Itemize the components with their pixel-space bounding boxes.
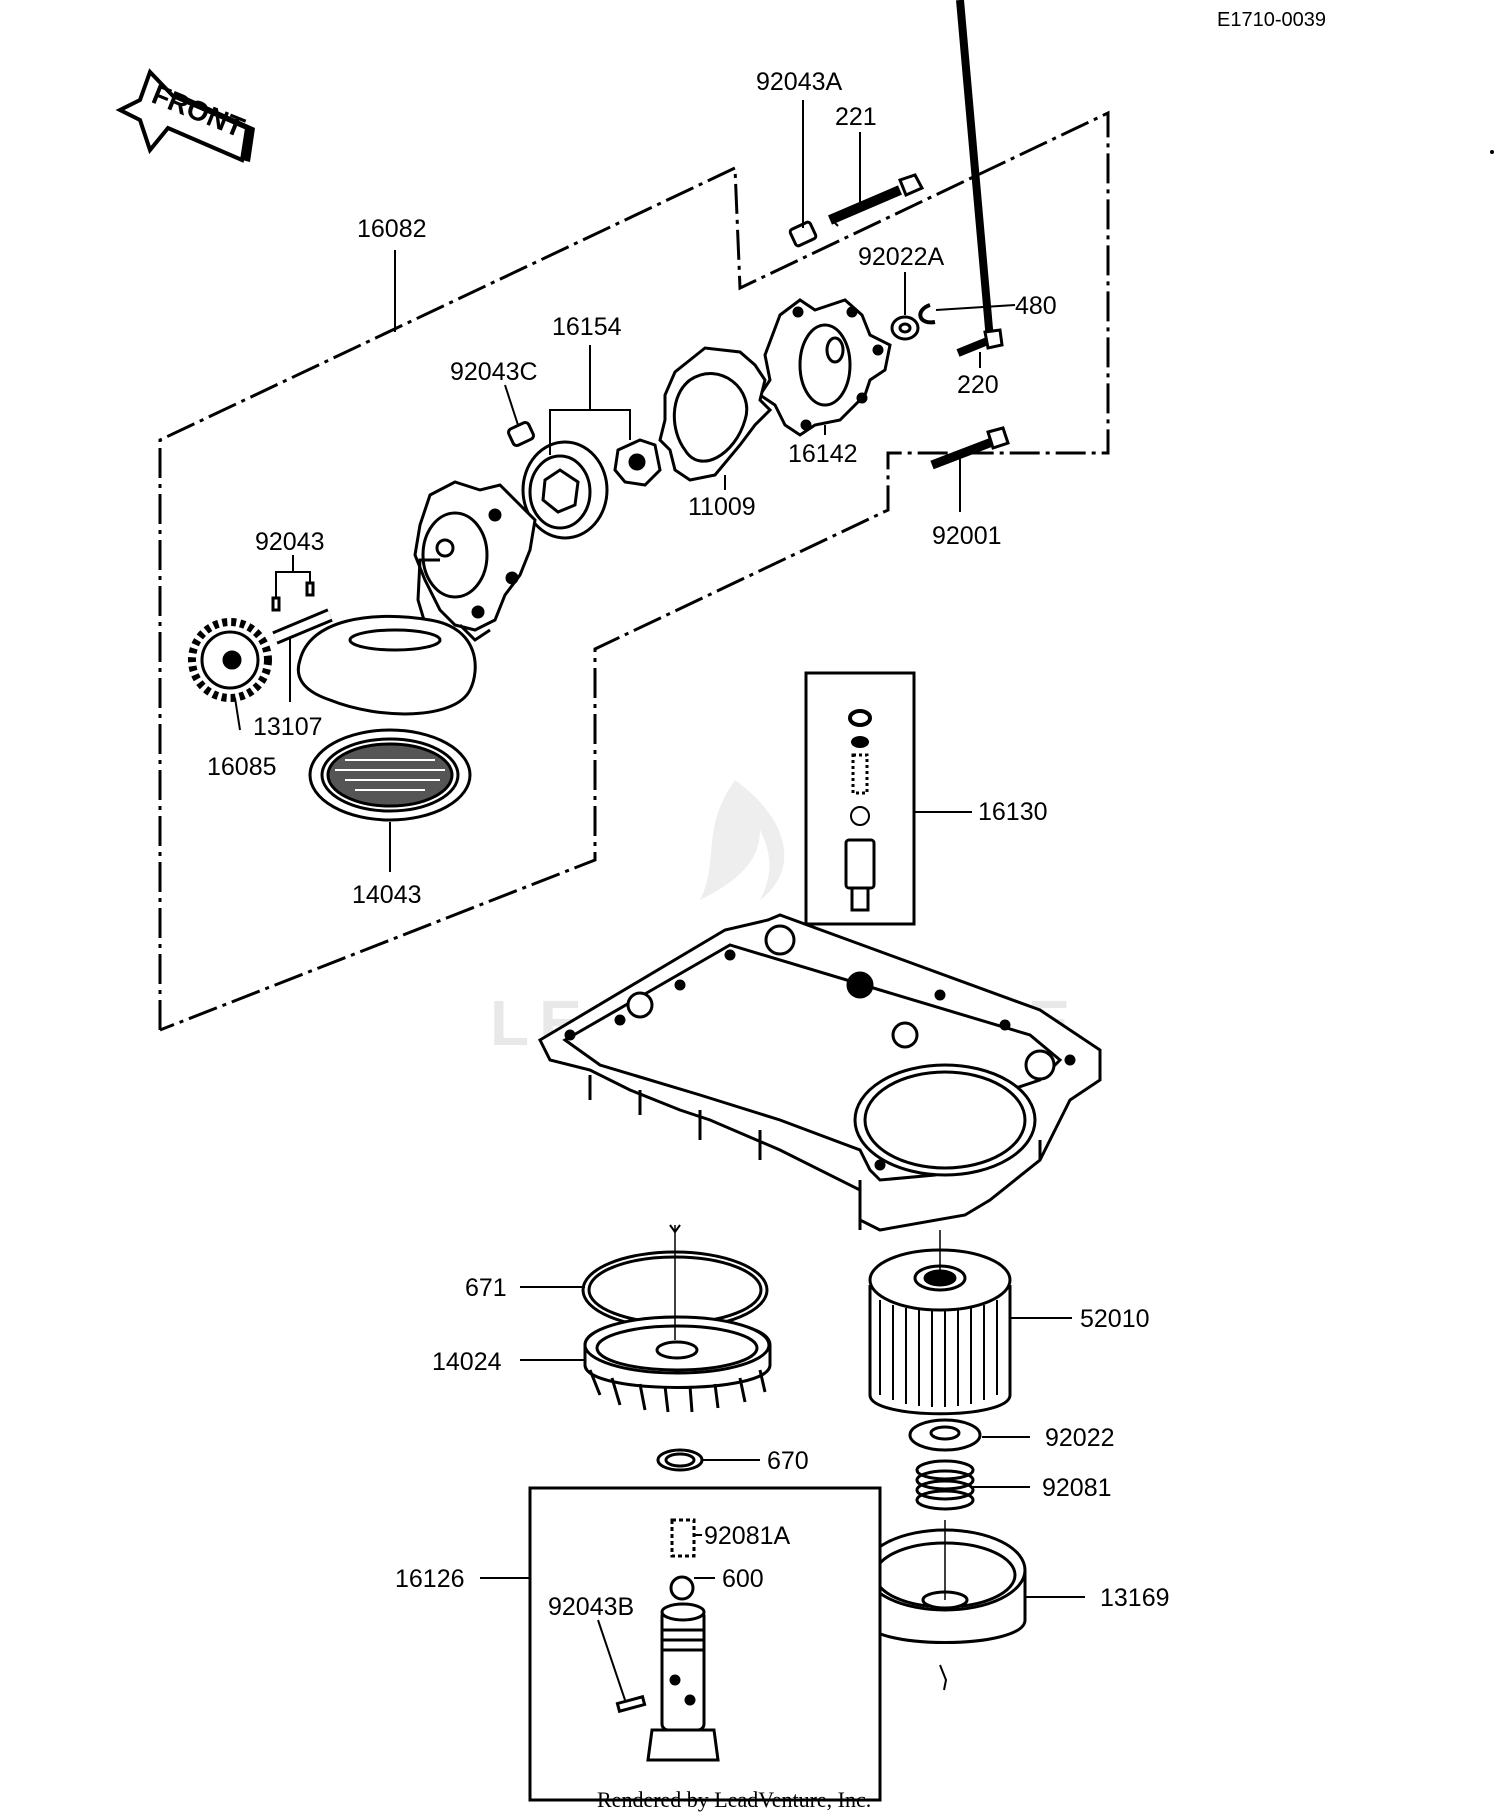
- part-label[interactable]: 670: [767, 1447, 809, 1475]
- clip-480-icon: [918, 303, 936, 325]
- part-label[interactable]: 92043: [255, 528, 325, 556]
- part-label[interactable]: 220: [957, 371, 999, 399]
- bolt-221-icon: [828, 173, 925, 227]
- part-label[interactable]: 92043A: [756, 68, 843, 96]
- spring-icon: [851, 753, 869, 795]
- part-label[interactable]: 480: [1015, 292, 1057, 320]
- part-label[interactable]: 14024: [432, 1348, 502, 1376]
- part-label[interactable]: 92043B: [548, 1593, 634, 1621]
- part-label[interactable]: 16154: [552, 313, 622, 341]
- flame-logo-icon: [700, 780, 785, 900]
- part-label[interactable]: 92022: [1045, 1424, 1115, 1452]
- part-label[interactable]: 92043C: [450, 358, 538, 386]
- dowel-pin-icon: [507, 421, 535, 447]
- front-arrow: FRONT: [115, 68, 255, 163]
- ball-icon: [850, 806, 870, 826]
- bypass-valve-body-icon: [646, 1602, 720, 1762]
- part-label[interactable]: 92001: [932, 522, 1002, 550]
- footer-credit: Rendered by LeadVenture, Inc.: [597, 1787, 871, 1812]
- part-label[interactable]: 14043: [352, 881, 422, 909]
- part-label[interactable]: 52010: [1080, 1305, 1150, 1333]
- filter-parts: [581, 1224, 1027, 1691]
- part-label[interactable]: 600: [722, 1565, 764, 1593]
- bolt-92001-icon: [930, 426, 1010, 470]
- leader-lines: [234, 100, 1085, 1701]
- oil-pump-group: [188, 0, 1010, 822]
- pin-icon: [305, 581, 315, 597]
- bypass-valve-box: [528, 1486, 882, 1802]
- part-label[interactable]: 16085: [207, 753, 277, 781]
- pump-group-outline: [158, 110, 1110, 1032]
- part-labels: 92043A 221 16082 92022A 480 16154 220 92…: [207, 68, 1170, 1621]
- reference-code: E1710-0039: [1217, 9, 1326, 31]
- filter-cover-icon: [583, 1315, 772, 1413]
- oil-filter-icon: [868, 1248, 1012, 1416]
- part-label[interactable]: 13107: [253, 713, 323, 741]
- part-label[interactable]: 16082: [357, 215, 427, 243]
- part-label[interactable]: 16126: [395, 1565, 465, 1593]
- part-label[interactable]: 13169: [1100, 1584, 1170, 1612]
- bolt-220-icon: [956, 0, 1004, 357]
- valve-body-icon: [844, 838, 876, 890]
- part-label[interactable]: 92022A: [858, 243, 945, 271]
- oil-pan-icon: [538, 913, 1102, 1232]
- washer-icon: [851, 736, 869, 748]
- dowel-pin-icon: [788, 220, 818, 248]
- pin-icon: [271, 596, 281, 612]
- oil-strainer-icon: [308, 728, 472, 822]
- spring-icon: [915, 1459, 975, 1511]
- part-label[interactable]: 92081: [1042, 1474, 1112, 1502]
- part-label[interactable]: 11009: [688, 493, 756, 521]
- pump-body-icon: [413, 480, 537, 647]
- spring-icon: [670, 1518, 696, 1558]
- part-label[interactable]: 671: [465, 1274, 507, 1302]
- outer-rotor-icon: [521, 440, 609, 540]
- spring-seat-icon: [848, 709, 872, 727]
- part-label[interactable]: 92081A: [704, 1522, 791, 1550]
- part-label[interactable]: 16142: [788, 440, 858, 468]
- shaft-icon: [272, 608, 333, 645]
- inner-rotor-icon: [613, 438, 662, 487]
- pin-icon: [615, 1694, 647, 1714]
- part-label[interactable]: 16130: [978, 798, 1048, 826]
- part-label[interactable]: 221: [835, 103, 877, 131]
- relief-valve-box: [804, 671, 916, 926]
- ball-icon: [669, 1575, 695, 1601]
- sprocket-icon: [188, 618, 272, 702]
